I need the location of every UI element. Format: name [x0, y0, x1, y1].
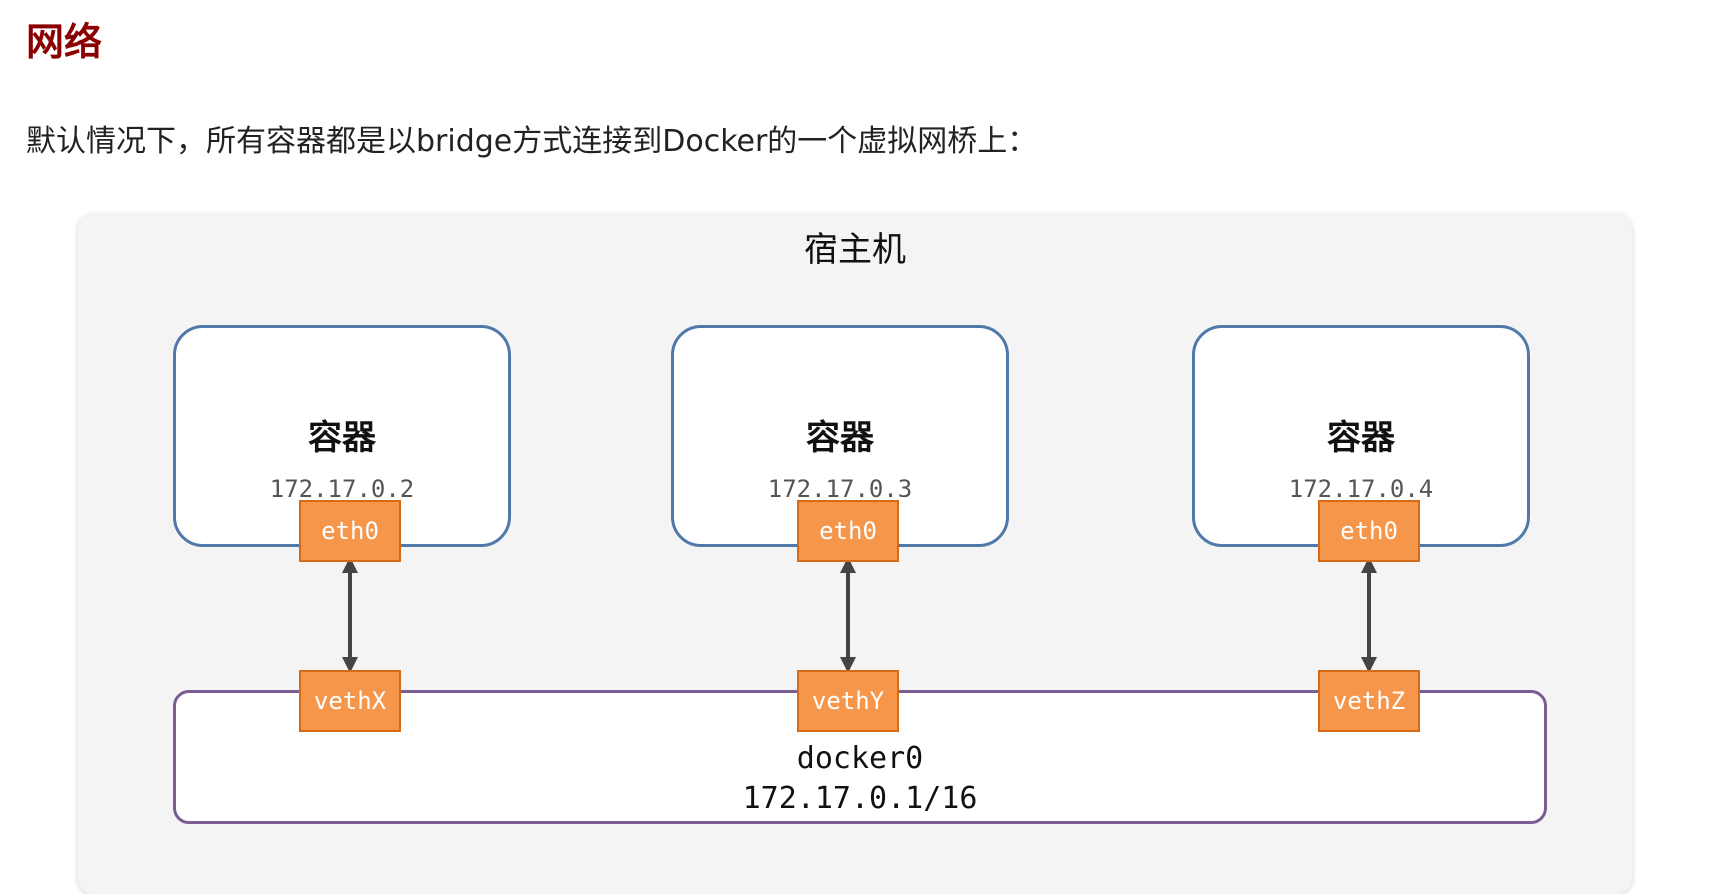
container-label: 容器	[806, 418, 874, 458]
bridge-ip: 172.17.0.1/16	[742, 781, 978, 816]
container-ip: 172.17.0.2	[269, 475, 415, 503]
page-heading: 网络	[26, 20, 103, 64]
eth0-interface-1: eth0	[299, 500, 401, 562]
container-ip: 172.17.0.3	[767, 475, 913, 503]
veth-interface-x: vethX	[299, 670, 401, 732]
container-label: 容器	[1327, 418, 1395, 458]
intro-text: 默认情况下，所有容器都是以bridge方式连接到Docker的一个虚拟网桥上：	[26, 124, 1038, 159]
eth0-interface-2: eth0	[797, 500, 899, 562]
link-arrows	[342, 557, 1377, 673]
bridge-name: docker0	[796, 741, 924, 776]
veth-interface-y: vethY	[797, 670, 899, 732]
veth-interface-z: vethZ	[1318, 670, 1420, 732]
container-label: 容器	[308, 418, 376, 458]
eth0-interface-3: eth0	[1318, 500, 1420, 562]
host-machine-label: 宿主机	[804, 230, 906, 270]
container-ip: 172.17.0.4	[1288, 475, 1434, 503]
